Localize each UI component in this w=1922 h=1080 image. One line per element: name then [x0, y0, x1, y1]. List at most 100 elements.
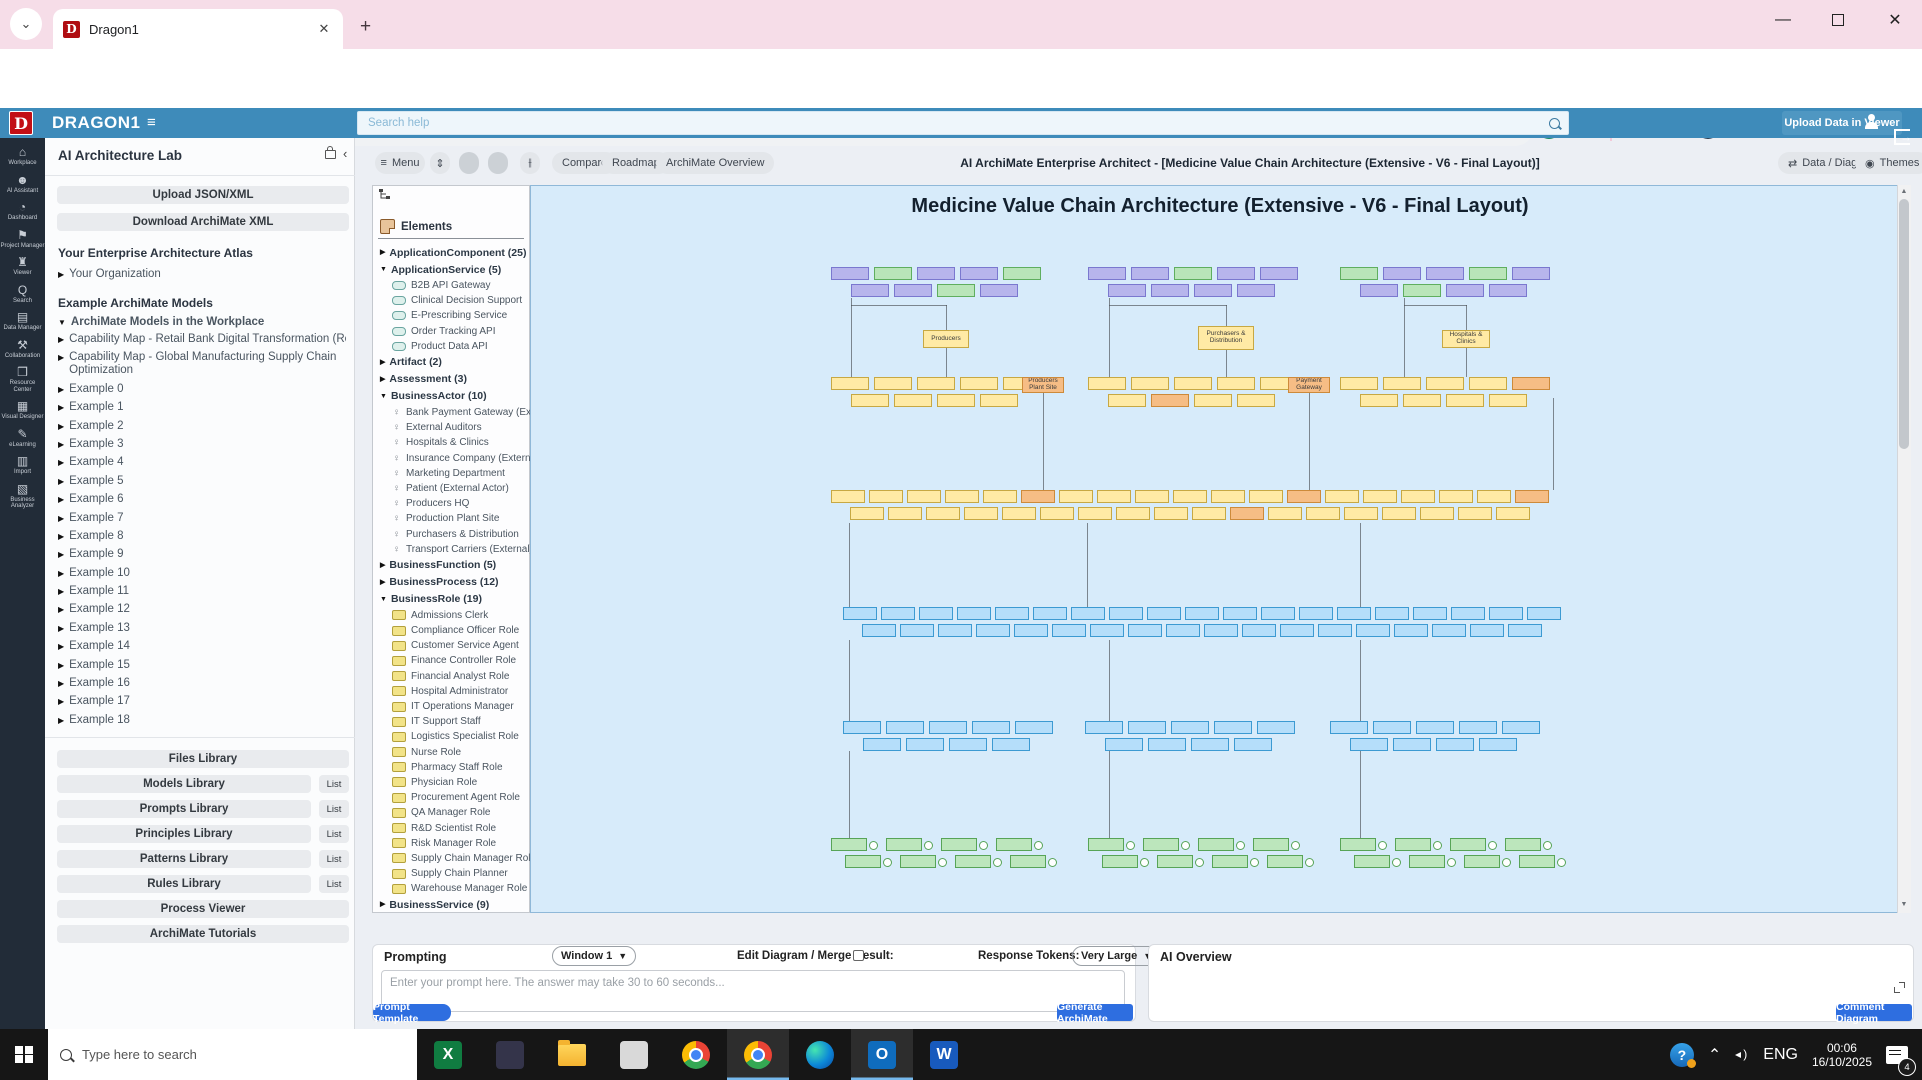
- diagram-node[interactable]: [1021, 490, 1055, 503]
- diagram-node[interactable]: [1432, 624, 1466, 637]
- element-item-admissions-clerk[interactable]: Admissions Clerk: [380, 608, 530, 623]
- expand-arrow-icon[interactable]: ▶: [380, 375, 386, 383]
- diagram-node[interactable]: [1217, 267, 1255, 280]
- diagram-node[interactable]: [1519, 855, 1566, 868]
- expand-arrow-icon[interactable]: ▶: [58, 476, 65, 486]
- element-item-nurse-role[interactable]: Nurse Role: [380, 745, 530, 760]
- speaker-icon[interactable]: [1735, 1047, 1749, 1061]
- diagram-node[interactable]: [1413, 607, 1447, 620]
- expand-arrow-icon[interactable]: ▶: [58, 587, 65, 597]
- diagram-node[interactable]: [1318, 624, 1352, 637]
- diagram-node[interactable]: [960, 267, 998, 280]
- element-item-insurance-company-external[interactable]: ♀Insurance Company (External): [380, 451, 542, 466]
- diagram-node[interactable]: [874, 267, 912, 280]
- diagram-node[interactable]: [900, 855, 947, 868]
- diagram-node[interactable]: [1109, 607, 1143, 620]
- expand-arrow-icon[interactable]: ▶: [380, 578, 386, 586]
- element-group-applicationcomponent[interactable]: ▶ApplicationComponent (25): [380, 244, 530, 261]
- diagram-node[interactable]: [1173, 490, 1207, 503]
- diagram-node[interactable]: [1489, 394, 1527, 407]
- diagram-node[interactable]: [1363, 490, 1397, 503]
- collapse-arrow-icon[interactable]: ▼: [380, 392, 387, 400]
- prompts-library-list-chip[interactable]: List: [319, 800, 349, 818]
- tree-root-archimate-models[interactable]: ▼ ArchiMate Models in the Workplace: [58, 316, 265, 328]
- tree-item-example-5[interactable]: ▶Example 5: [58, 475, 346, 488]
- diagram-node[interactable]: [831, 838, 878, 851]
- diagram-node[interactable]: [850, 507, 884, 520]
- download-archimate-xml-button[interactable]: Download ArchiMate XML: [57, 213, 349, 231]
- diagram-node[interactable]: [1496, 507, 1530, 520]
- diagram-node[interactable]: [1344, 507, 1378, 520]
- diagram-node[interactable]: [945, 490, 979, 503]
- element-item-hospital-administrator[interactable]: Hospital Administrator: [380, 684, 530, 699]
- roadmap-button[interactable]: Roadmap: [602, 152, 670, 174]
- rail-item-collaboration[interactable]: ⚒Collaboration: [0, 338, 45, 360]
- diagram-node[interactable]: [1015, 721, 1053, 734]
- diagram-node[interactable]: [1446, 394, 1484, 407]
- element-item-supply-chain-planner[interactable]: Supply Chain Planner: [380, 866, 530, 881]
- element-item-hospitals-clinics[interactable]: ♀Hospitals & Clinics: [380, 435, 530, 450]
- diagram-node[interactable]: [1191, 738, 1229, 751]
- expand-arrow-icon[interactable]: ▶: [380, 901, 386, 909]
- tree-item-example-8[interactable]: ▶Example 8: [58, 530, 346, 543]
- diagram-node[interactable]: [1237, 394, 1275, 407]
- diagram-node[interactable]: [1052, 624, 1086, 637]
- diagram-node[interactable]: [1267, 855, 1314, 868]
- help-search-input[interactable]: [366, 116, 1549, 130]
- diagram-node[interactable]: [1194, 394, 1232, 407]
- diagram-node[interactable]: [957, 607, 991, 620]
- diagram-node[interactable]: [983, 490, 1017, 503]
- tree-item-example-14[interactable]: ▶Example 14: [58, 640, 346, 653]
- element-item-clinical-decision-support[interactable]: Clinical Decision Support: [380, 293, 530, 308]
- window-maximize-button[interactable]: [1815, 0, 1861, 40]
- diagram-node-hospitals-clinics[interactable]: Hospitals & Clinics: [1442, 330, 1490, 348]
- diagram-node[interactable]: [843, 721, 881, 734]
- diagram-node[interactable]: [1223, 607, 1257, 620]
- element-group-assessment[interactable]: ▶Assessment (3): [380, 371, 530, 388]
- help-search-box[interactable]: [357, 111, 1569, 135]
- diagram-node[interactable]: [1143, 838, 1190, 851]
- expand-arrow-icon[interactable]: ▶: [58, 715, 65, 725]
- expand-arrow-icon[interactable]: ▶: [380, 249, 386, 256]
- diagram-node[interactable]: [1403, 284, 1441, 297]
- expand-arrow-icon[interactable]: ▶: [58, 513, 65, 523]
- diagram-node[interactable]: [1071, 607, 1105, 620]
- diagram-node[interactable]: [1280, 624, 1314, 637]
- diagram-node[interactable]: [1108, 394, 1146, 407]
- diagram-node[interactable]: [1382, 507, 1416, 520]
- diagram-node[interactable]: [1174, 267, 1212, 280]
- rail-item-workplace[interactable]: ⌂Workplace: [0, 146, 45, 167]
- tree-tool-button[interactable]: [488, 152, 508, 174]
- tree-item-example-17[interactable]: ▶Example 17: [58, 695, 346, 708]
- diagram-node[interactable]: [894, 394, 932, 407]
- taskbar-icon-file-explorer[interactable]: [541, 1029, 603, 1080]
- collapse-panel-icon[interactable]: ‹: [343, 146, 348, 161]
- taskbar-icon-app-dark[interactable]: [479, 1029, 541, 1080]
- expand-arrow-icon[interactable]: ▶: [58, 335, 65, 344]
- diagram-node[interactable]: [1354, 855, 1401, 868]
- rail-item-project-manager[interactable]: ⚑Project Manager: [0, 228, 45, 250]
- diagram-node[interactable]: [1014, 624, 1048, 637]
- element-group-businessprocess[interactable]: ▶BusinessProcess (12): [380, 574, 530, 591]
- expand-arrow-icon[interactable]: ▶: [58, 660, 65, 670]
- hierarchy-tool-button[interactable]: [459, 152, 479, 174]
- diagram-node[interactable]: [917, 377, 955, 390]
- element-group-businessrole[interactable]: ▼BusinessRole (19): [380, 591, 530, 608]
- diagram-node[interactable]: [996, 838, 1043, 851]
- diagram-node[interactable]: [1085, 721, 1123, 734]
- comment-diagram-button[interactable]: Comment Diagram: [1836, 1001, 1912, 1025]
- expand-arrow-icon[interactable]: ▶: [58, 531, 65, 541]
- diagram-node[interactable]: [1090, 624, 1124, 637]
- diagram-node-producers[interactable]: Producers: [923, 330, 969, 348]
- diagram-node[interactable]: [1088, 838, 1135, 851]
- diagram-node[interactable]: [1464, 855, 1511, 868]
- diagram-node[interactable]: [929, 721, 967, 734]
- element-item-purchasers-distribution[interactable]: ♀Purchasers & Distribution: [380, 526, 530, 541]
- tree-item-example-7[interactable]: ▶Example 7: [58, 512, 346, 525]
- diagram-node[interactable]: [1393, 738, 1431, 751]
- diagram-node[interactable]: [1002, 507, 1036, 520]
- tree-item-example-0[interactable]: ▶Example 0: [58, 383, 346, 396]
- expand-arrow-icon[interactable]: ▶: [380, 561, 386, 569]
- process-viewer-button[interactable]: Process Viewer: [57, 900, 349, 918]
